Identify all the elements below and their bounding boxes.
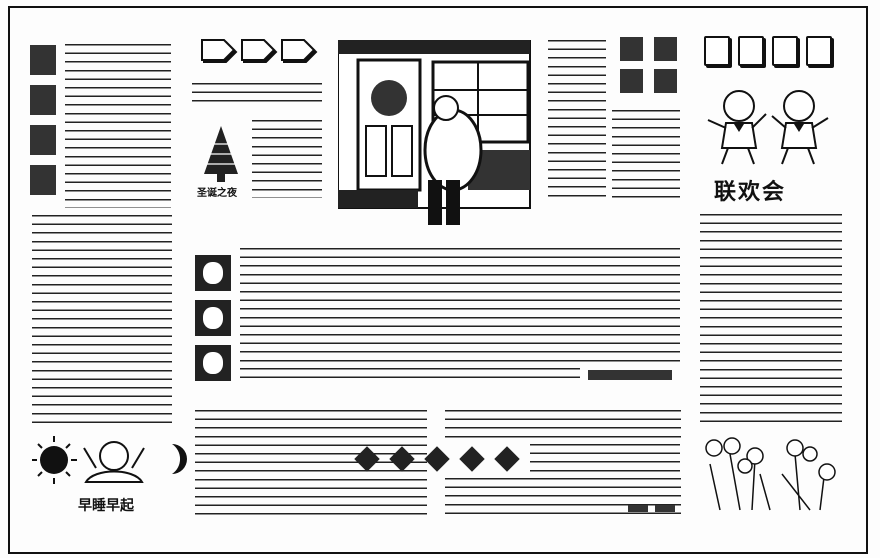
outline-square (704, 36, 730, 66)
ornament-icon (195, 345, 231, 381)
text-lines (530, 444, 680, 474)
text-lines (32, 215, 172, 423)
black-bar (655, 505, 675, 512)
text-lines (445, 478, 681, 518)
outline-square (772, 36, 798, 66)
text-lines (252, 120, 322, 198)
square-block (654, 69, 677, 93)
text-lines (240, 248, 680, 368)
arrow-icons (201, 39, 316, 61)
text-lines (240, 368, 580, 384)
dancing-kids-icon (707, 90, 829, 165)
christmas-night-caption: 圣诞之夜 (197, 188, 237, 199)
daffodil-flowers-icon (705, 437, 836, 511)
party-title: 联欢会 (714, 180, 787, 205)
text-lines (612, 110, 680, 198)
morning-scene-icon (32, 436, 187, 484)
page-border (8, 6, 868, 554)
square-block (654, 37, 677, 61)
outline-square (806, 36, 832, 66)
black-bar (588, 370, 672, 380)
ornament-icon (195, 255, 231, 291)
square-block (620, 37, 643, 61)
christmas-tree-icon (204, 126, 238, 182)
text-lines (65, 44, 171, 208)
text-lines (192, 83, 322, 107)
square-block (30, 45, 56, 75)
black-bar (628, 505, 648, 512)
ornament-icon (195, 300, 231, 336)
text-lines (700, 214, 842, 422)
santa-illustration (338, 40, 531, 225)
text-lines (195, 410, 427, 518)
outline-square (738, 36, 764, 66)
text-lines (548, 40, 606, 198)
early-to-bed-caption: 早睡早起 (78, 498, 134, 514)
square-block (30, 165, 56, 195)
square-block (30, 85, 56, 115)
square-block (620, 69, 643, 93)
square-block (30, 125, 56, 155)
text-lines (445, 410, 681, 444)
